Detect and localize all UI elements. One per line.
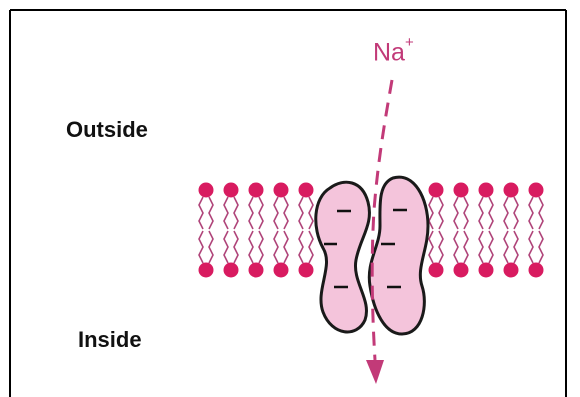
- lipid-head: [429, 183, 444, 198]
- lipid-molecule: [479, 231, 494, 278]
- outside-label: Outside: [66, 117, 148, 143]
- lipid-molecule: [224, 231, 239, 278]
- lipid-tail: [539, 197, 543, 229]
- lipid-head: [199, 183, 214, 198]
- ion-path-arrowhead: [366, 360, 384, 384]
- lipid-bilayer-right: [429, 183, 544, 278]
- lipid-tail: [224, 231, 228, 263]
- lipid-molecule: [274, 231, 289, 278]
- lipid-tail: [224, 197, 228, 229]
- lipid-tail: [299, 231, 303, 263]
- lipid-tail: [479, 197, 483, 229]
- lipid-molecule: [299, 231, 314, 278]
- lipid-tail: [529, 197, 533, 229]
- lipid-tail: [209, 197, 213, 229]
- lipid-bilayer-left: [199, 183, 314, 278]
- lipid-molecule: [454, 231, 469, 278]
- lipid-head: [299, 183, 314, 198]
- lipid-molecule: [199, 183, 214, 230]
- lipid-tail: [514, 231, 518, 263]
- lipid-tail: [199, 197, 203, 229]
- lipid-head: [249, 263, 264, 278]
- lipid-molecule: [274, 183, 289, 230]
- lipid-head: [479, 183, 494, 198]
- lipid-molecule: [479, 183, 494, 230]
- lipid-tail: [429, 197, 433, 229]
- lipid-tail: [479, 231, 483, 263]
- lipid-head: [274, 263, 289, 278]
- lipid-head: [529, 183, 544, 198]
- lipid-head: [224, 183, 239, 198]
- ion-symbol: Na: [373, 38, 405, 66]
- lipid-molecule: [429, 183, 444, 230]
- inside-label: Inside: [78, 327, 142, 353]
- channel-subunit-right: [369, 177, 428, 334]
- lipid-tail: [249, 197, 253, 229]
- lipid-molecule: [199, 231, 214, 278]
- lipid-tail: [309, 197, 313, 229]
- lipid-head: [529, 263, 544, 278]
- lipid-head: [479, 263, 494, 278]
- lipid-head: [454, 183, 469, 198]
- lipid-head: [429, 263, 444, 278]
- lipid-tail: [439, 197, 443, 229]
- lipid-tail: [299, 197, 303, 229]
- lipid-head: [274, 183, 289, 198]
- lipid-tail: [234, 197, 238, 229]
- lipid-head: [454, 263, 469, 278]
- lipid-head: [504, 263, 519, 278]
- lipid-tail: [274, 197, 278, 229]
- lipid-tail: [504, 197, 508, 229]
- lipid-tail: [539, 231, 543, 263]
- lipid-tail: [454, 197, 458, 229]
- lipid-tail: [464, 197, 468, 229]
- lipid-head: [299, 263, 314, 278]
- lipid-tail: [259, 197, 263, 229]
- lipid-tail: [209, 231, 213, 263]
- lipid-molecule: [224, 183, 239, 230]
- lipid-head: [504, 183, 519, 198]
- lipid-molecule: [529, 183, 544, 230]
- lipid-tail: [439, 231, 443, 263]
- lipid-molecule: [454, 183, 469, 230]
- lipid-tail: [489, 231, 493, 263]
- lipid-head: [224, 263, 239, 278]
- lipid-tail: [489, 197, 493, 229]
- sodium-ion-label: Na+: [373, 38, 414, 67]
- lipid-tail: [529, 231, 533, 263]
- channel-subunit-left: [316, 182, 370, 332]
- lipid-tail: [429, 231, 433, 263]
- lipid-tail: [309, 231, 313, 263]
- lipid-tail: [504, 231, 508, 263]
- lipid-head: [249, 183, 264, 198]
- lipid-tail: [464, 231, 468, 263]
- lipid-molecule: [299, 183, 314, 230]
- lipid-tail: [274, 231, 278, 263]
- lipid-molecule: [529, 231, 544, 278]
- lipid-tail: [259, 231, 263, 263]
- lipid-tail: [284, 231, 288, 263]
- lipid-tail: [249, 231, 253, 263]
- lipid-tail: [199, 231, 203, 263]
- ion-charge: +: [405, 34, 414, 51]
- lipid-molecule: [429, 231, 444, 278]
- lipid-tail: [284, 197, 288, 229]
- lipid-head: [199, 263, 214, 278]
- lipid-molecule: [504, 231, 519, 278]
- lipid-tail: [454, 231, 458, 263]
- lipid-molecule: [249, 231, 264, 278]
- lipid-tail: [514, 197, 518, 229]
- lipid-molecule: [504, 183, 519, 230]
- lipid-tail: [234, 231, 238, 263]
- lipid-molecule: [249, 183, 264, 230]
